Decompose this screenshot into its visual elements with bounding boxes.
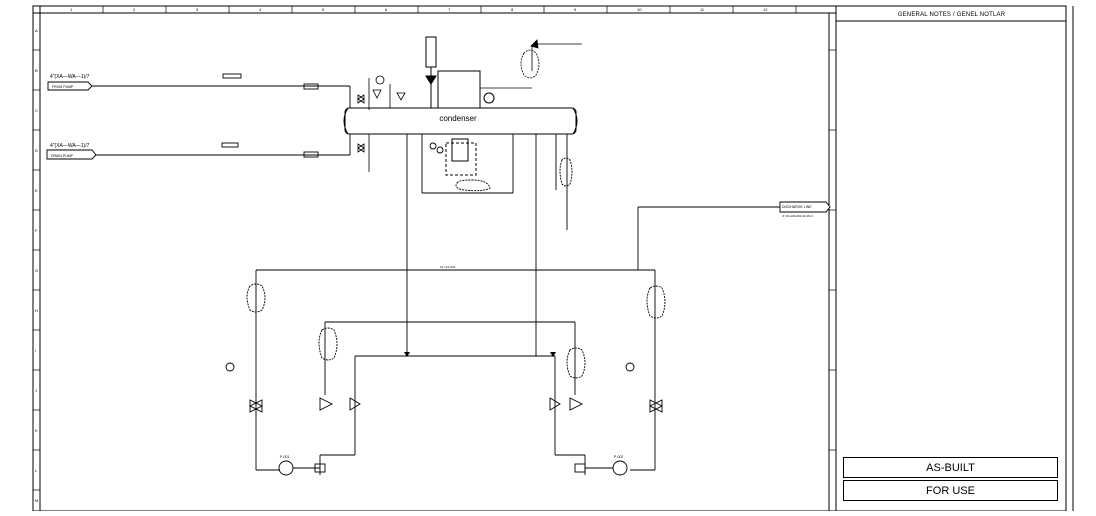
zone-labels: 1 2 3 4 5 6 7 8 9 10 11 12 A B C D E F G…	[35, 7, 768, 503]
row-label: H	[35, 308, 38, 313]
line-tag: 4"(XA—WA—1)/7	[50, 143, 90, 149]
pump-branch-left	[225, 362, 361, 476]
line-tag: 4"-XA-WA-001-02-03-3	[782, 214, 813, 218]
col-label: 12	[763, 7, 768, 12]
row-label: E	[35, 188, 38, 193]
row-label: C	[35, 108, 38, 113]
flag-label: DRAIN PUMP	[51, 154, 74, 158]
line-tag: 4"(XA—WA—1)/7	[50, 74, 90, 80]
vent-line	[480, 39, 582, 89]
top-instrument	[425, 36, 437, 108]
pump-tag: P-002	[614, 455, 623, 459]
col-label: 9	[574, 7, 577, 12]
discharge-line	[637, 201, 831, 270]
row-label: D	[35, 148, 38, 153]
col-label: 7	[448, 7, 451, 12]
col-label: 2	[133, 7, 136, 12]
header-tag: 12"-XA-001	[440, 265, 456, 269]
condenser-label: condenser	[439, 114, 477, 123]
as-built-stamp: AS-BUILT	[843, 457, 1058, 478]
inlet-line-mid	[46, 134, 351, 160]
flow-arrow	[404, 352, 410, 357]
flag-label: FROM PUMP	[52, 85, 74, 89]
col-label: 5	[322, 7, 325, 12]
col-label: 8	[511, 7, 514, 12]
flow-arrow	[550, 352, 556, 357]
row-label: J	[35, 388, 37, 393]
border-frame	[32, 5, 1074, 512]
pump-tag: P-001	[280, 455, 289, 459]
col-label: 1	[70, 7, 73, 12]
row-label: G	[35, 268, 38, 273]
row-label: F	[35, 228, 38, 233]
row-label: K	[35, 428, 38, 433]
flag-label: DISCHARGE LINE	[782, 205, 812, 209]
col-label: 11	[700, 7, 705, 12]
inlet-line-top	[47, 73, 351, 108]
col-label: 3	[196, 7, 199, 12]
condenser-vessel	[343, 70, 578, 176]
row-label: A	[35, 28, 38, 33]
main-header	[246, 269, 666, 455]
row-label: B	[35, 68, 38, 73]
row-label: M	[35, 498, 38, 503]
col-label: 4	[259, 7, 262, 12]
pump-branch-right	[549, 362, 664, 476]
row-label: I	[35, 348, 36, 353]
notes-header: GENERAL NOTES / GENEL NOTLAR	[897, 12, 1006, 18]
for-use-stamp: FOR USE	[843, 480, 1058, 501]
col-label: 10	[637, 7, 642, 12]
col-label: 6	[385, 7, 388, 12]
condenser-drains	[406, 134, 573, 356]
zone-ticks	[33, 6, 836, 491]
row-label: L	[35, 468, 38, 473]
inlet-valves	[357, 75, 406, 172]
